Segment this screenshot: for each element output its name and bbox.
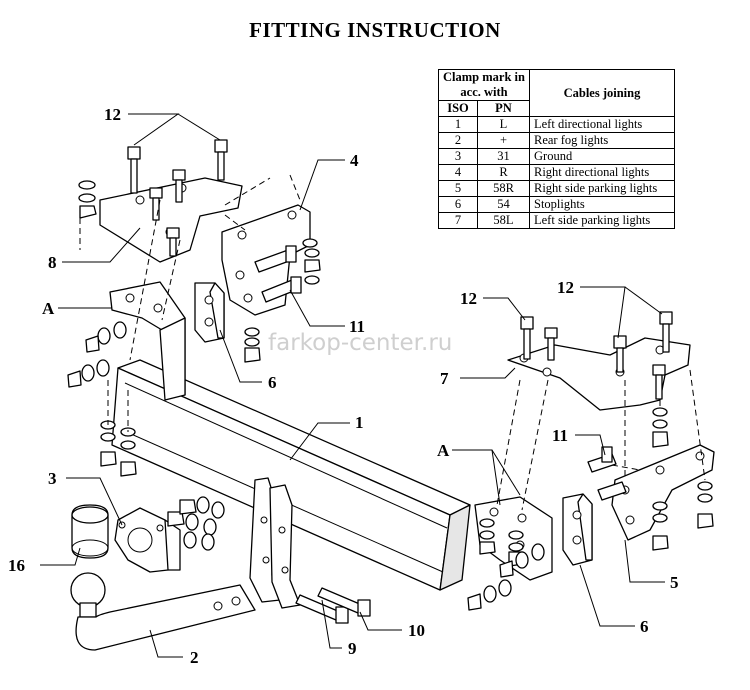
label-A-left: A xyxy=(42,299,55,318)
label-12-left: 12 xyxy=(104,105,121,124)
pn-cell: 54 xyxy=(477,196,530,213)
table-header-row: Clamp mark in acc. with Cables joining xyxy=(438,69,675,117)
label-5: 5 xyxy=(670,573,679,592)
bolts-12-right xyxy=(520,311,673,400)
label-2: 2 xyxy=(190,648,199,667)
cable-cell: Right directional lights xyxy=(529,164,675,181)
ball-mount-plates xyxy=(249,477,301,609)
label-7: 7 xyxy=(440,369,449,388)
washer-stack-3 xyxy=(167,496,225,551)
plate-6-right xyxy=(562,493,593,566)
left-washer-stack xyxy=(78,180,97,219)
cable-cell: Left side parking lights xyxy=(529,212,675,229)
tow-ball-2 xyxy=(70,572,256,651)
bracket-5 xyxy=(611,444,715,541)
cable-cell: Stoplights xyxy=(529,196,675,213)
washer-stack-A-right xyxy=(467,518,545,611)
clamp-mark-header: Clamp mark in acc. with xyxy=(438,69,530,101)
label-12-mid: 12 xyxy=(460,289,477,308)
label-16: 16 xyxy=(8,556,25,575)
washer-stack-right-7 xyxy=(652,407,669,448)
washer-stack-A-left xyxy=(67,321,127,388)
label-8: 8 xyxy=(48,253,57,272)
washer-stack-under-bar xyxy=(100,420,137,477)
pn-cell: 31 xyxy=(477,148,530,165)
label-1: 1 xyxy=(355,413,364,432)
ball-cap-16 xyxy=(71,504,109,559)
label-A-right: A xyxy=(437,441,450,460)
label-10: 10 xyxy=(408,621,425,640)
label-3: 3 xyxy=(48,469,57,488)
label-6-left: 6 xyxy=(268,373,277,392)
cables-joining-header: Cables joining xyxy=(529,69,675,117)
leader-lines xyxy=(40,113,665,658)
cable-cell: Ground xyxy=(529,148,675,165)
label-11-right: 11 xyxy=(552,426,568,445)
part-labels: 12 4 8 A 11 6 12 12 7 1 A 11 3 16 5 6 10… xyxy=(8,105,679,667)
right-nuts-4 xyxy=(302,238,321,285)
label-9: 9 xyxy=(348,639,357,658)
bolts-9-10 xyxy=(295,587,371,624)
pn-cell: 58L xyxy=(477,212,530,229)
bolts-11-right xyxy=(587,446,627,501)
crossbar xyxy=(111,359,471,591)
cable-joining-table: Clamp mark in acc. with Cables joining I… xyxy=(438,69,675,229)
label-11-left: 11 xyxy=(349,317,365,336)
nuts-under-6 xyxy=(244,327,261,363)
watermark: farkop-center.ru xyxy=(268,330,452,356)
label-6-right: 6 xyxy=(640,617,649,636)
cable-cell: Right side parking lights xyxy=(529,180,675,197)
iso-cell: 7 xyxy=(438,212,478,229)
assembly-lines xyxy=(79,174,706,511)
page-title: FITTING INSTRUCTION xyxy=(249,18,501,42)
label-4: 4 xyxy=(350,151,359,170)
socket-plate-3 xyxy=(114,507,181,573)
nuts-near-5 xyxy=(652,481,714,551)
pn-header: PN xyxy=(477,100,530,117)
label-12-right: 12 xyxy=(557,278,574,297)
bolts-11-left xyxy=(254,245,302,303)
plate-6-left xyxy=(194,282,225,343)
